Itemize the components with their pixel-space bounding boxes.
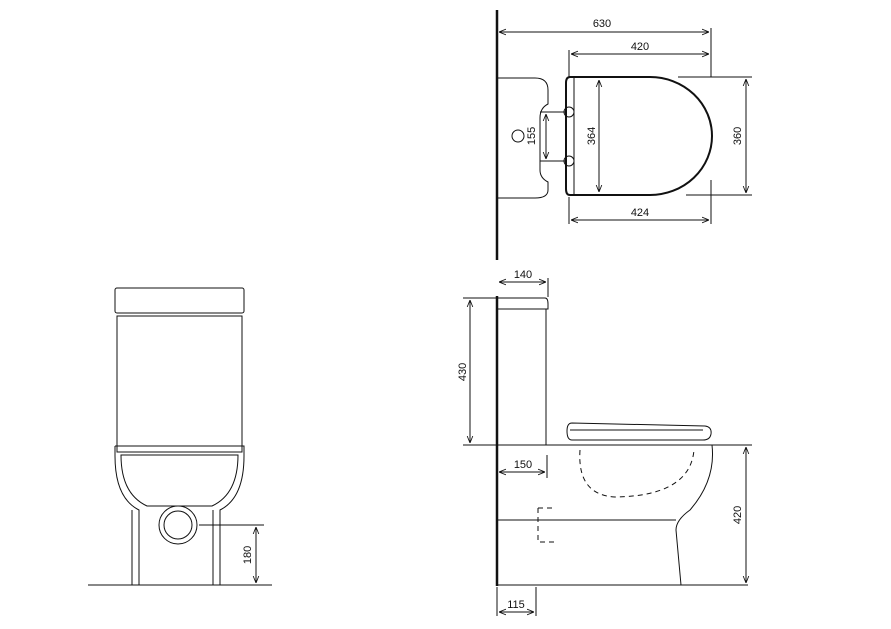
dim-label-430: 430 (457, 363, 469, 381)
side-view-tank-lid (497, 297, 549, 310)
side-view-bowl-inner (579, 449, 695, 498)
side-view-outlet-pipe (537, 507, 555, 543)
dim-label-364: 364 (586, 127, 598, 145)
dim-label-420-top: 420 (631, 41, 649, 53)
side-view-seat (566, 422, 712, 441)
top-view-seat-outline (565, 76, 713, 196)
front-view-bowl-outer (114, 445, 245, 586)
dim-label-424: 424 (631, 207, 649, 219)
front-view-outlet-inner (163, 510, 193, 540)
top-view-tank-outline (497, 77, 549, 199)
top-view-flush-button-circle (511, 129, 525, 143)
side-view-bowl-body (497, 444, 714, 586)
dim-label-155: 155 (526, 127, 538, 145)
dim-label-150: 150 (514, 459, 532, 471)
side-view: 140 430 150 420 115 (457, 269, 752, 616)
front-view: 180 (88, 287, 272, 586)
top-view: 630 420 360 364 155 424 (495, 10, 752, 260)
dim-label-420-side: 420 (732, 506, 744, 524)
dim-label-180: 180 (242, 546, 254, 564)
dim-label-115: 115 (507, 599, 525, 611)
dim-label-360: 360 (732, 127, 744, 145)
front-view-bowl-inner (120, 454, 239, 507)
front-view-tank-lid (114, 287, 245, 314)
front-view-tank-body (116, 315, 243, 453)
dim-label-140: 140 (514, 269, 532, 281)
front-view-outlet-outer (158, 505, 198, 545)
dim-label-630: 630 (593, 18, 611, 30)
side-view-tank-body (497, 308, 547, 445)
